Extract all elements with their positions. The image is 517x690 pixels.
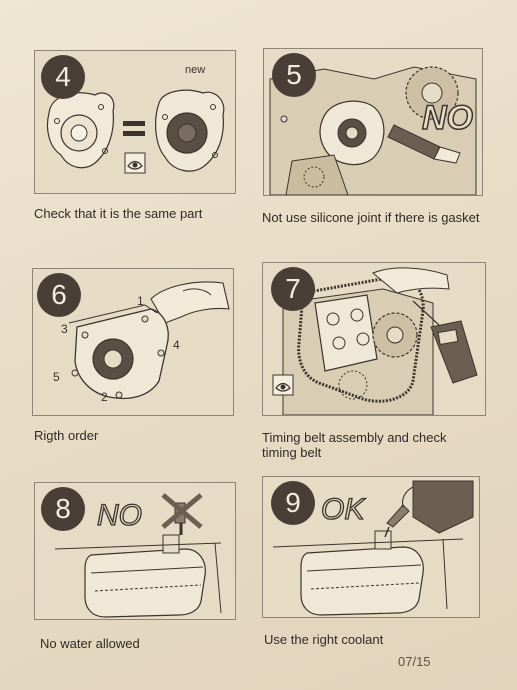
bolt-tightening-order-illustration: 1 2 3 4 5 — [53, 281, 230, 404]
no-label: NO — [422, 99, 473, 137]
new-label: new — [185, 64, 205, 76]
no-water-label: NO — [97, 499, 142, 532]
step-5-caption: Not use silicone joint if there is gaske… — [262, 210, 480, 225]
step-4-caption: Check that it is the same part — [34, 206, 203, 221]
bolt-label-5: 5 — [53, 370, 60, 384]
step-6-number: 6 — [37, 273, 81, 317]
step-8-number: 8 — [41, 487, 85, 531]
step-8-caption: No water allowed — [40, 636, 140, 651]
step-4-panel: new 4 — [34, 50, 236, 194]
step-7-panel: 7 — [262, 262, 486, 416]
right-coolant-illustration: OK — [272, 480, 474, 616]
step-7-caption: Timing belt assembly and check timing be… — [262, 430, 447, 460]
step-7-number: 7 — [271, 267, 315, 311]
no-water-reservoir-illustration: NO — [54, 493, 222, 618]
step-6-panel: 1 2 3 4 5 6 — [32, 268, 234, 416]
step-9-caption: Use the right coolant — [264, 632, 384, 647]
step-9-panel: OK 9 — [262, 476, 480, 618]
step-4-number: 4 — [41, 55, 85, 99]
step-6-caption: Rigth order — [34, 428, 99, 443]
timing-belt-check-illustration — [272, 267, 478, 415]
bolt-label-2: 2 — [101, 390, 108, 404]
engine-no-silicone-illustration: NO — [269, 66, 477, 195]
step-5-panel: NO 5 — [263, 48, 483, 196]
page-number: 07/15 — [398, 654, 431, 669]
step-5-number: 5 — [272, 53, 316, 97]
old-vs-new-pump-illustration: new — [46, 64, 225, 174]
step-8-panel: NO 8 — [34, 482, 236, 620]
bolt-label-1: 1 — [137, 294, 144, 308]
ok-label: OK — [321, 493, 366, 526]
bolt-label-4: 4 — [173, 338, 180, 352]
bolt-label-3: 3 — [61, 322, 68, 336]
step-9-number: 9 — [271, 481, 315, 525]
